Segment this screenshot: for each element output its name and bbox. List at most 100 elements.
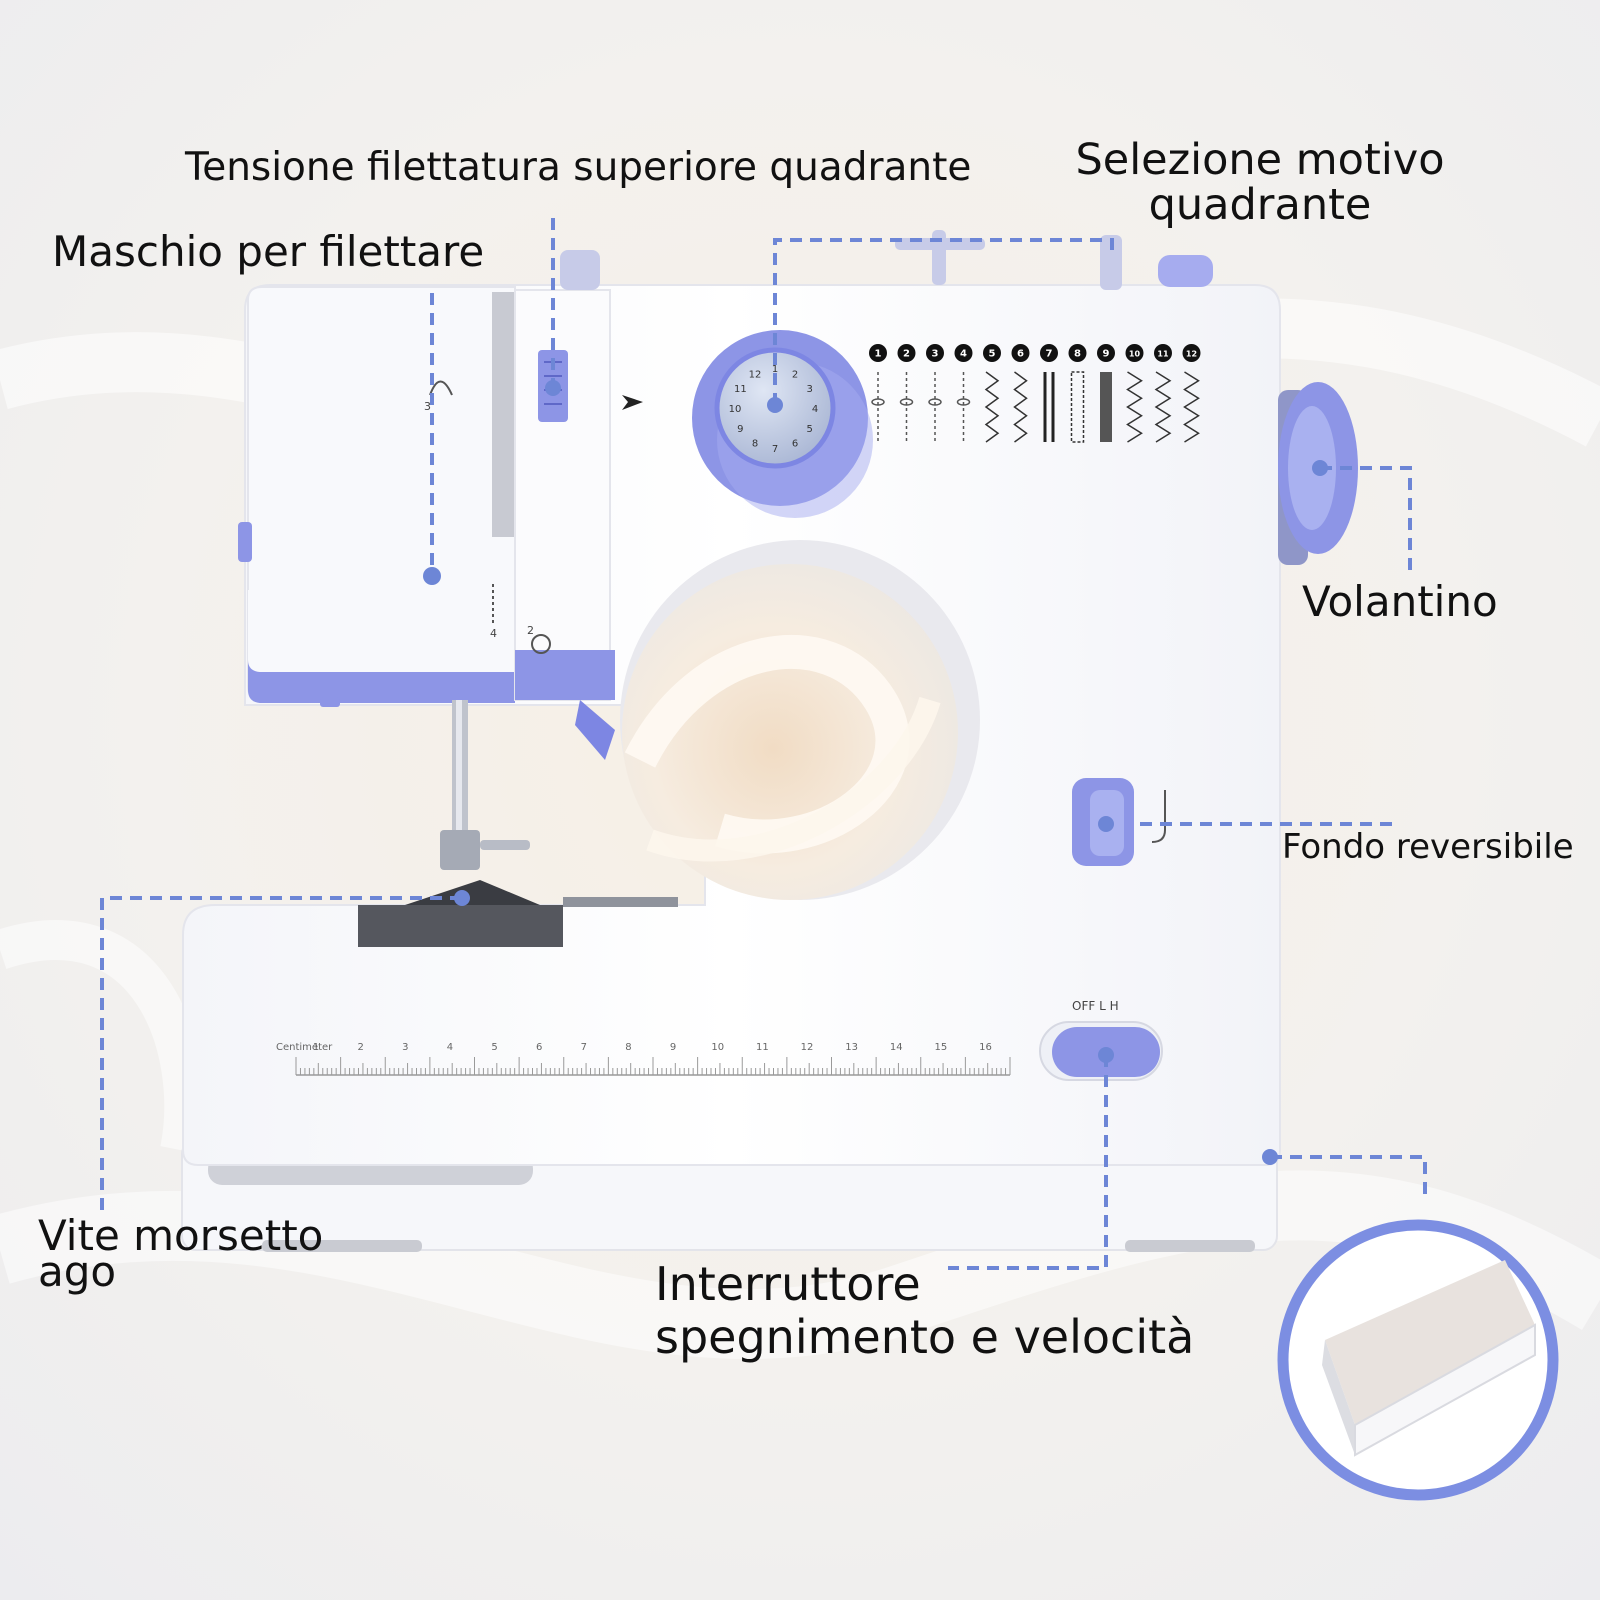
dial-number: 11 [734,384,747,395]
pattern-number-badge [1154,344,1172,362]
ruler-tick-label: 13 [845,1042,858,1053]
pattern-number-badge [1182,344,1201,362]
label-clamp-line1: Vite morsetto [38,1211,324,1260]
thread-slot [492,292,514,537]
panel-accent [515,650,615,700]
thread-guide-number: 3 [424,400,431,413]
stitch-glyph [1013,371,1028,443]
presser-lever[interactable] [575,700,615,760]
dial-number: 10 [729,404,742,415]
pattern-number-badge [869,344,887,362]
ruler-tick-label: 11 [756,1042,769,1053]
reverse-arrow-icon [1151,790,1166,843]
ruler-tick-label: 2 [358,1042,364,1053]
head-foot-cap [320,697,340,707]
needle-plate [358,905,563,947]
ruler-tick-label: 16 [979,1042,992,1053]
dial-number: 2 [792,369,798,380]
dial-number: 4 [812,404,818,415]
ruler-tick-label: 3 [402,1042,408,1053]
label-handwheel: Volantino [1302,577,1498,626]
body-opening [622,564,958,900]
stitch-glyph [1154,371,1172,443]
callout-lines [100,218,1427,1270]
needle-clamp-screw[interactable] [480,840,530,850]
buttonhole-glyph [956,398,971,406]
stitch-glyph [1100,372,1112,442]
stitch-glyph [1183,371,1200,443]
buttonhole-glyph [871,398,885,406]
pattern-number-badge [1068,344,1087,362]
label-clamp-line2: ago [38,1246,117,1296]
label-power-speed-switch: Interruttore spegnimento e velocità [655,1258,1194,1364]
callout-dots [423,380,1328,1165]
ruler-tick-label: 1 [313,1042,319,1053]
ruler-tick-label: 14 [890,1042,903,1053]
pattern-number-badge [1040,344,1058,362]
buttonhole-glyph [928,398,942,406]
pattern-number: 10 [1129,350,1141,359]
pattern-number: 3 [932,349,939,360]
pattern-number: 11 [1157,350,1169,359]
drawer-interior [1325,1260,1535,1425]
fabric-swirl [646,696,941,862]
base-foot [262,1240,422,1252]
pattern-number: 9 [1103,349,1110,360]
head-accent-cover [248,590,515,672]
ruler-tick-label: 6 [536,1042,542,1053]
top-knob [1158,255,1213,287]
label-switch-line2: spegnimento e velocità [655,1309,1195,1364]
pattern-number: 5 [989,349,996,360]
pattern-number-badge [926,344,944,362]
pattern-number-badge [1097,344,1115,362]
pattern-number-badge [1125,344,1144,362]
dial-number: 7 [772,444,778,455]
pattern-number-badge [897,344,916,362]
ruler-tick-label: 12 [801,1042,814,1053]
pattern-number: 12 [1186,350,1197,359]
thread-guide-number: 4 [490,627,497,640]
thread-guide-icon [429,380,453,396]
ruler-tick-label: 9 [670,1042,676,1053]
side-button [238,522,252,562]
label-reverse: Fondo reversibile [1282,827,1574,867]
pattern-number: 2 [903,349,910,360]
dial-number: 8 [752,439,758,450]
stitch-glyph [1070,371,1085,443]
label-upper-thread-tension: Tensione filettatura superiore quadrante [185,145,972,190]
dial-number: 12 [749,369,762,380]
arrow-indicator-icon [622,395,643,410]
pattern-number: 4 [960,349,967,360]
label-switch-line1: Interruttore [655,1257,921,1311]
ruler-tick-label: 15 [934,1042,947,1053]
thread-spool-pin [560,250,600,290]
ruler-tick-label: 7 [581,1042,587,1053]
ruler-tick-label: 8 [625,1042,631,1053]
dial-number: 5 [806,424,812,435]
thread-guide-number: 2 [527,624,534,637]
ruler-tick-label: 10 [711,1042,724,1053]
ruler-title: Centimeter [276,1042,333,1053]
ruler-tick-label: 5 [491,1042,497,1053]
pattern-number: 8 [1074,349,1081,360]
pattern-number-badge [983,344,1001,362]
ruler-tick-label: 4 [447,1042,453,1053]
pattern-number: 1 [875,349,882,360]
spool-holder [1100,235,1122,290]
pattern-number: 6 [1017,349,1024,360]
drawer-front [1354,1323,1536,1457]
pattern-number-badge [1011,344,1030,362]
label-pattern-line1: Selezione motivo [1075,135,1445,185]
dial-number: 1 [772,364,778,375]
dial-number: 9 [737,424,743,435]
switch-positions-label: OFF L H [1072,999,1119,1013]
label-threader: Maschio per filettare [52,227,485,276]
pattern-number-badge [954,344,973,362]
base-foot [1125,1240,1255,1252]
pattern-number: 7 [1046,349,1053,360]
dial-number: 3 [806,384,812,395]
